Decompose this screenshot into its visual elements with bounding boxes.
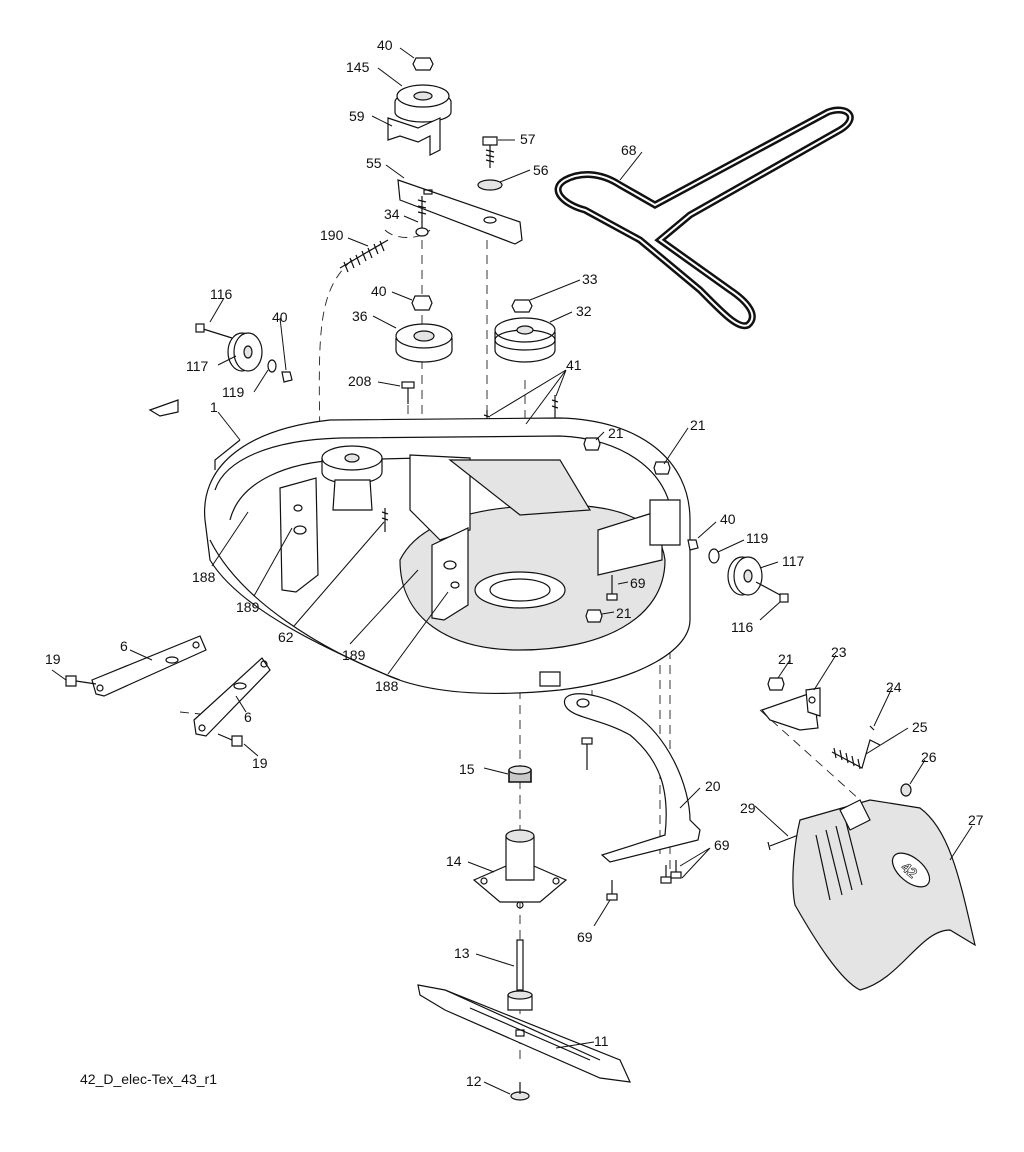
callout-29: 29 [740, 800, 756, 816]
callout-59: 59 [349, 108, 365, 124]
diagram-caption: 42_D_elec-Tex_43_r1 [80, 1071, 217, 1087]
callout-40-mid: 40 [371, 283, 387, 299]
callout-116-right: 116 [731, 619, 754, 635]
discharge-shield-27: 42 [792, 799, 976, 991]
callout-21-d: 21 [778, 651, 794, 667]
callout-69-left: 69 [577, 929, 593, 945]
callout-56: 56 [533, 162, 549, 178]
callout-188-left: 188 [192, 569, 216, 585]
callout-208: 208 [348, 373, 372, 389]
spring-190 [339, 239, 389, 273]
gauge-wheel-right [687, 539, 789, 603]
nuts-21 [583, 437, 671, 623]
callout-119-left: 119 [222, 384, 245, 400]
callout-117-left: 117 [186, 358, 209, 374]
callout-40-left: 40 [272, 309, 288, 325]
pulley-bracket-59 [387, 117, 441, 156]
deck-spindle-pulley-left [321, 445, 383, 511]
callout-21-a: 21 [608, 425, 624, 441]
gauge-wheel-left [195, 323, 293, 383]
hanger-bracket-6-left [91, 635, 207, 697]
bracket-23 [761, 687, 821, 731]
bolt-57 [482, 136, 498, 168]
callout-145: 145 [346, 59, 370, 75]
nut-21-bracket [767, 677, 785, 691]
callout-33: 33 [582, 271, 598, 287]
callout-32: 32 [576, 303, 592, 319]
callout-36: 36 [352, 308, 368, 324]
idler-pulley-36 [395, 323, 453, 363]
callout-189-right: 189 [342, 647, 366, 663]
callout-13: 13 [454, 945, 470, 961]
callout-55: 55 [366, 155, 382, 171]
callout-40-top: 40 [377, 37, 393, 53]
deck-housing-1 [148, 399, 691, 695]
leader-lines [51, 47, 973, 1095]
callout-62: 62 [278, 629, 294, 645]
callout-116-left: 116 [210, 286, 233, 302]
blade-bolt-12 [510, 1082, 530, 1101]
callout-26: 26 [921, 749, 937, 765]
idler-arm-55 [397, 179, 523, 245]
callout-15: 15 [459, 761, 475, 777]
bolt-69-deck [606, 575, 618, 601]
bolts-19 [65, 675, 243, 747]
callout-117-right: 117 [782, 553, 805, 569]
callout-41: 41 [566, 357, 582, 373]
callout-19-left: 19 [45, 651, 61, 667]
callout-40-right: 40 [720, 511, 736, 527]
callout-12: 12 [466, 1073, 482, 1089]
callout-189-left: 189 [236, 599, 260, 615]
idler-pulley-145 [394, 84, 452, 123]
hanger-bracket-6-right [193, 657, 271, 737]
nut-40-top [412, 57, 434, 71]
deck-pulley-32 [494, 317, 556, 363]
callout-6-right: 6 [244, 709, 252, 725]
baffle-20 [563, 693, 701, 863]
bolts-69-lower [581, 737, 682, 901]
callout-188-right: 188 [375, 678, 399, 694]
pin-24 [869, 725, 875, 731]
spindle-shaft-13 [507, 939, 533, 1011]
bolt-62 [381, 508, 389, 532]
bushing-15 [508, 765, 532, 783]
callout-68: 68 [621, 142, 637, 158]
callout-25: 25 [912, 719, 928, 735]
washer-26 [900, 783, 912, 797]
callout-190: 190 [320, 227, 344, 243]
spindle-housing-14 [472, 829, 568, 909]
callout-23: 23 [831, 644, 847, 660]
callout-1: 1 [210, 399, 218, 415]
callout-labels: 40 145 59 57 56 55 34 190 68 33 32 40 36… [45, 37, 984, 1089]
bolt-34 [415, 196, 429, 237]
callout-34: 34 [384, 206, 400, 222]
deck-bracket-right [431, 527, 469, 621]
callout-69-right: 69 [714, 837, 730, 853]
nut-33 [511, 299, 533, 313]
callout-24: 24 [886, 679, 902, 695]
drive-belt-68 [554, 106, 854, 330]
deck-bracket-left [279, 477, 319, 593]
callout-19-right: 19 [252, 755, 268, 771]
callout-57: 57 [520, 131, 536, 147]
callout-14: 14 [446, 853, 462, 869]
callout-21-c: 21 [616, 605, 632, 621]
nut-40-mid [411, 295, 433, 311]
callout-119-right: 119 [746, 530, 769, 546]
bolt-208 [401, 381, 415, 404]
callout-69-deck: 69 [630, 575, 646, 591]
callout-20: 20 [705, 778, 721, 794]
washer-56 [477, 179, 503, 191]
callout-27: 27 [968, 812, 984, 828]
spring-25 [831, 739, 881, 770]
callout-21-b: 21 [690, 417, 706, 433]
callout-11: 11 [594, 1033, 609, 1049]
mower-blade-11 [417, 984, 631, 1083]
callout-6-left: 6 [120, 638, 128, 654]
